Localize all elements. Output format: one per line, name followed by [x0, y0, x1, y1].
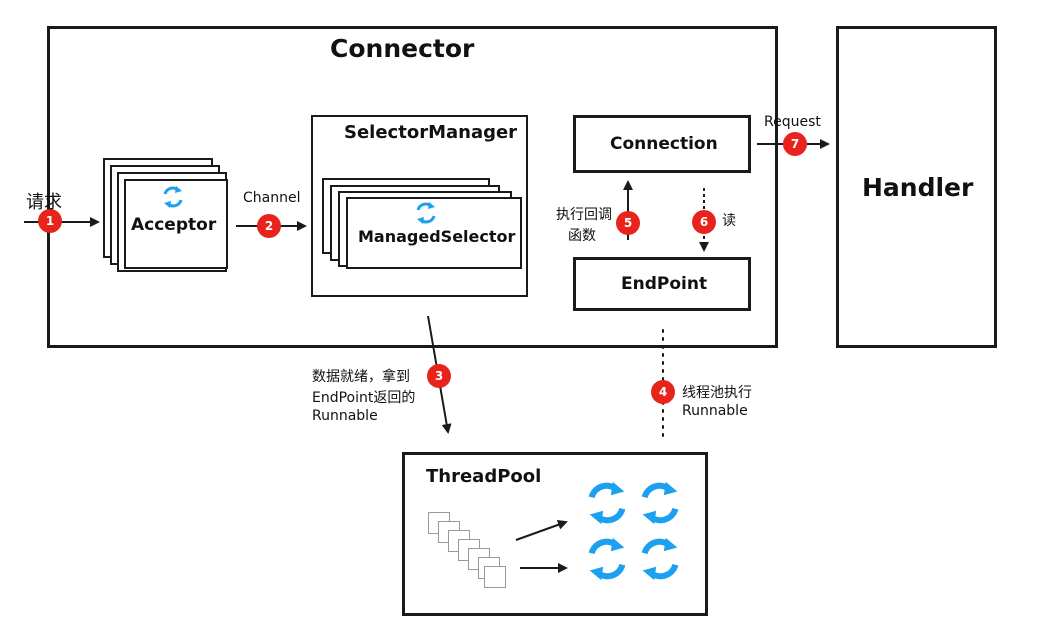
- thread-cycle-icon: [588, 537, 626, 581]
- handler-title: Handler: [862, 173, 974, 202]
- acceptor-cycle-icon: [163, 186, 183, 208]
- connection-label: Connection: [610, 134, 718, 154]
- step-badge-3: 3: [427, 364, 451, 388]
- label-ready-2: EndPoint返回的: [312, 390, 416, 406]
- arrow-task-1: [515, 520, 568, 541]
- connector-title: Connector: [330, 34, 475, 63]
- thread-cycle-icon: [641, 537, 679, 581]
- managed-selector-box: [346, 197, 522, 269]
- handler-box: [836, 26, 997, 348]
- thread-cycle-icon: [588, 481, 626, 525]
- step-badge-1: 1: [38, 209, 62, 233]
- label-callback-2: 函数: [568, 228, 596, 244]
- step-badge-7: 7: [783, 132, 807, 156]
- acceptor-box: [124, 179, 228, 269]
- managed-selector-cycle-icon: [416, 202, 436, 224]
- acceptor-label: Acceptor: [131, 215, 217, 235]
- step-badge-4: 4: [651, 380, 675, 404]
- endpoint-label: EndPoint: [621, 274, 708, 294]
- task-square: [484, 566, 506, 588]
- label-pool-2: Runnable: [682, 403, 748, 419]
- step-badge-6: 6: [692, 210, 716, 234]
- label-request-out: Request: [764, 114, 821, 130]
- endpoint-box: [573, 257, 751, 311]
- label-channel: Channel: [243, 190, 301, 206]
- label-pool-1: 线程池执行: [682, 385, 752, 401]
- step-badge-5: 5: [616, 211, 640, 235]
- thread-pool-box: [402, 452, 708, 616]
- thread-pool-title: ThreadPool: [426, 466, 542, 487]
- managed-selector-label: ManagedSelector: [358, 227, 516, 246]
- thread-cycle-icon: [641, 481, 679, 525]
- connection-box: [573, 115, 751, 173]
- label-ready-1: 数据就绪，拿到: [312, 369, 410, 385]
- label-ready-3: Runnable: [312, 408, 378, 424]
- label-request-in: 请求: [26, 192, 62, 213]
- label-read: 读: [722, 213, 736, 229]
- step-badge-2: 2: [257, 214, 281, 238]
- label-callback-1: 执行回调: [556, 207, 612, 223]
- selector-manager-title: SelectorManager: [344, 122, 518, 143]
